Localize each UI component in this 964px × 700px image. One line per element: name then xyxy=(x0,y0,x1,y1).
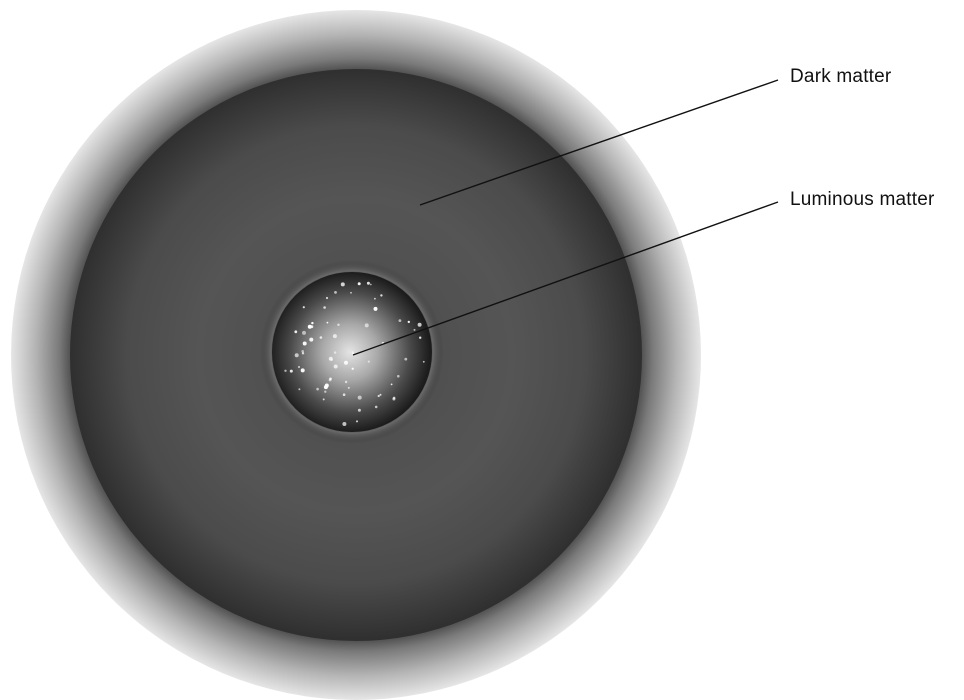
star-dot xyxy=(298,388,300,390)
star-dot xyxy=(404,358,407,361)
star-dot xyxy=(316,388,319,391)
star-dot xyxy=(284,370,286,372)
star-dot xyxy=(365,323,369,327)
star-dot xyxy=(303,342,307,346)
star-dot xyxy=(352,351,354,353)
star-dot xyxy=(368,361,370,363)
star-dot xyxy=(337,324,339,326)
star-dot xyxy=(294,330,297,333)
star-dot xyxy=(358,282,361,285)
star-dot xyxy=(290,370,293,373)
star-dot xyxy=(358,396,362,400)
star-dot xyxy=(342,422,346,426)
star-dot xyxy=(418,323,422,327)
star-dot xyxy=(334,365,338,369)
star-dot xyxy=(334,291,337,294)
star-dot xyxy=(352,368,354,370)
star-dot xyxy=(345,381,347,383)
star-dot xyxy=(323,306,326,309)
star-dot xyxy=(375,406,378,409)
star-dot xyxy=(391,384,393,386)
star-dot xyxy=(323,398,325,400)
star-dot xyxy=(301,350,304,353)
label-dark-matter: Dark matter xyxy=(790,66,891,88)
star-dot xyxy=(331,359,333,361)
star-dot xyxy=(308,325,312,329)
star-dot xyxy=(367,282,370,285)
star-dot xyxy=(326,297,328,299)
star-dot xyxy=(356,420,358,422)
star-dot xyxy=(397,375,400,378)
star-dot xyxy=(309,338,313,342)
star-dot xyxy=(324,391,326,393)
star-dot xyxy=(408,321,410,323)
label-luminous-matter: Luminous matter xyxy=(790,189,935,211)
star-dot xyxy=(399,319,402,322)
star-dot xyxy=(358,409,361,412)
star-dot xyxy=(393,397,396,400)
star-dot xyxy=(344,361,348,365)
star-dot xyxy=(374,298,376,300)
star-dot xyxy=(301,368,305,372)
star-dot xyxy=(414,329,416,331)
star-dot xyxy=(370,284,372,286)
star-dot xyxy=(311,322,313,324)
star-dot xyxy=(380,394,382,396)
star-dot xyxy=(374,307,378,311)
star-dot xyxy=(341,282,345,286)
star-dot xyxy=(348,387,350,389)
star-dot xyxy=(302,331,306,335)
star-dot xyxy=(423,361,425,363)
star-dot xyxy=(380,294,382,296)
star-dot xyxy=(329,379,332,382)
star-dot xyxy=(303,306,305,308)
star-dot xyxy=(334,351,336,353)
star-dot xyxy=(419,337,421,339)
star-dot xyxy=(350,292,352,294)
star-dot xyxy=(343,393,346,396)
star-dot xyxy=(327,322,329,324)
star-dot xyxy=(325,384,329,388)
star-dot xyxy=(378,395,380,397)
star-dot xyxy=(320,336,323,339)
star-dot xyxy=(298,366,300,368)
star-dot xyxy=(295,353,299,357)
star-dot xyxy=(333,334,337,338)
